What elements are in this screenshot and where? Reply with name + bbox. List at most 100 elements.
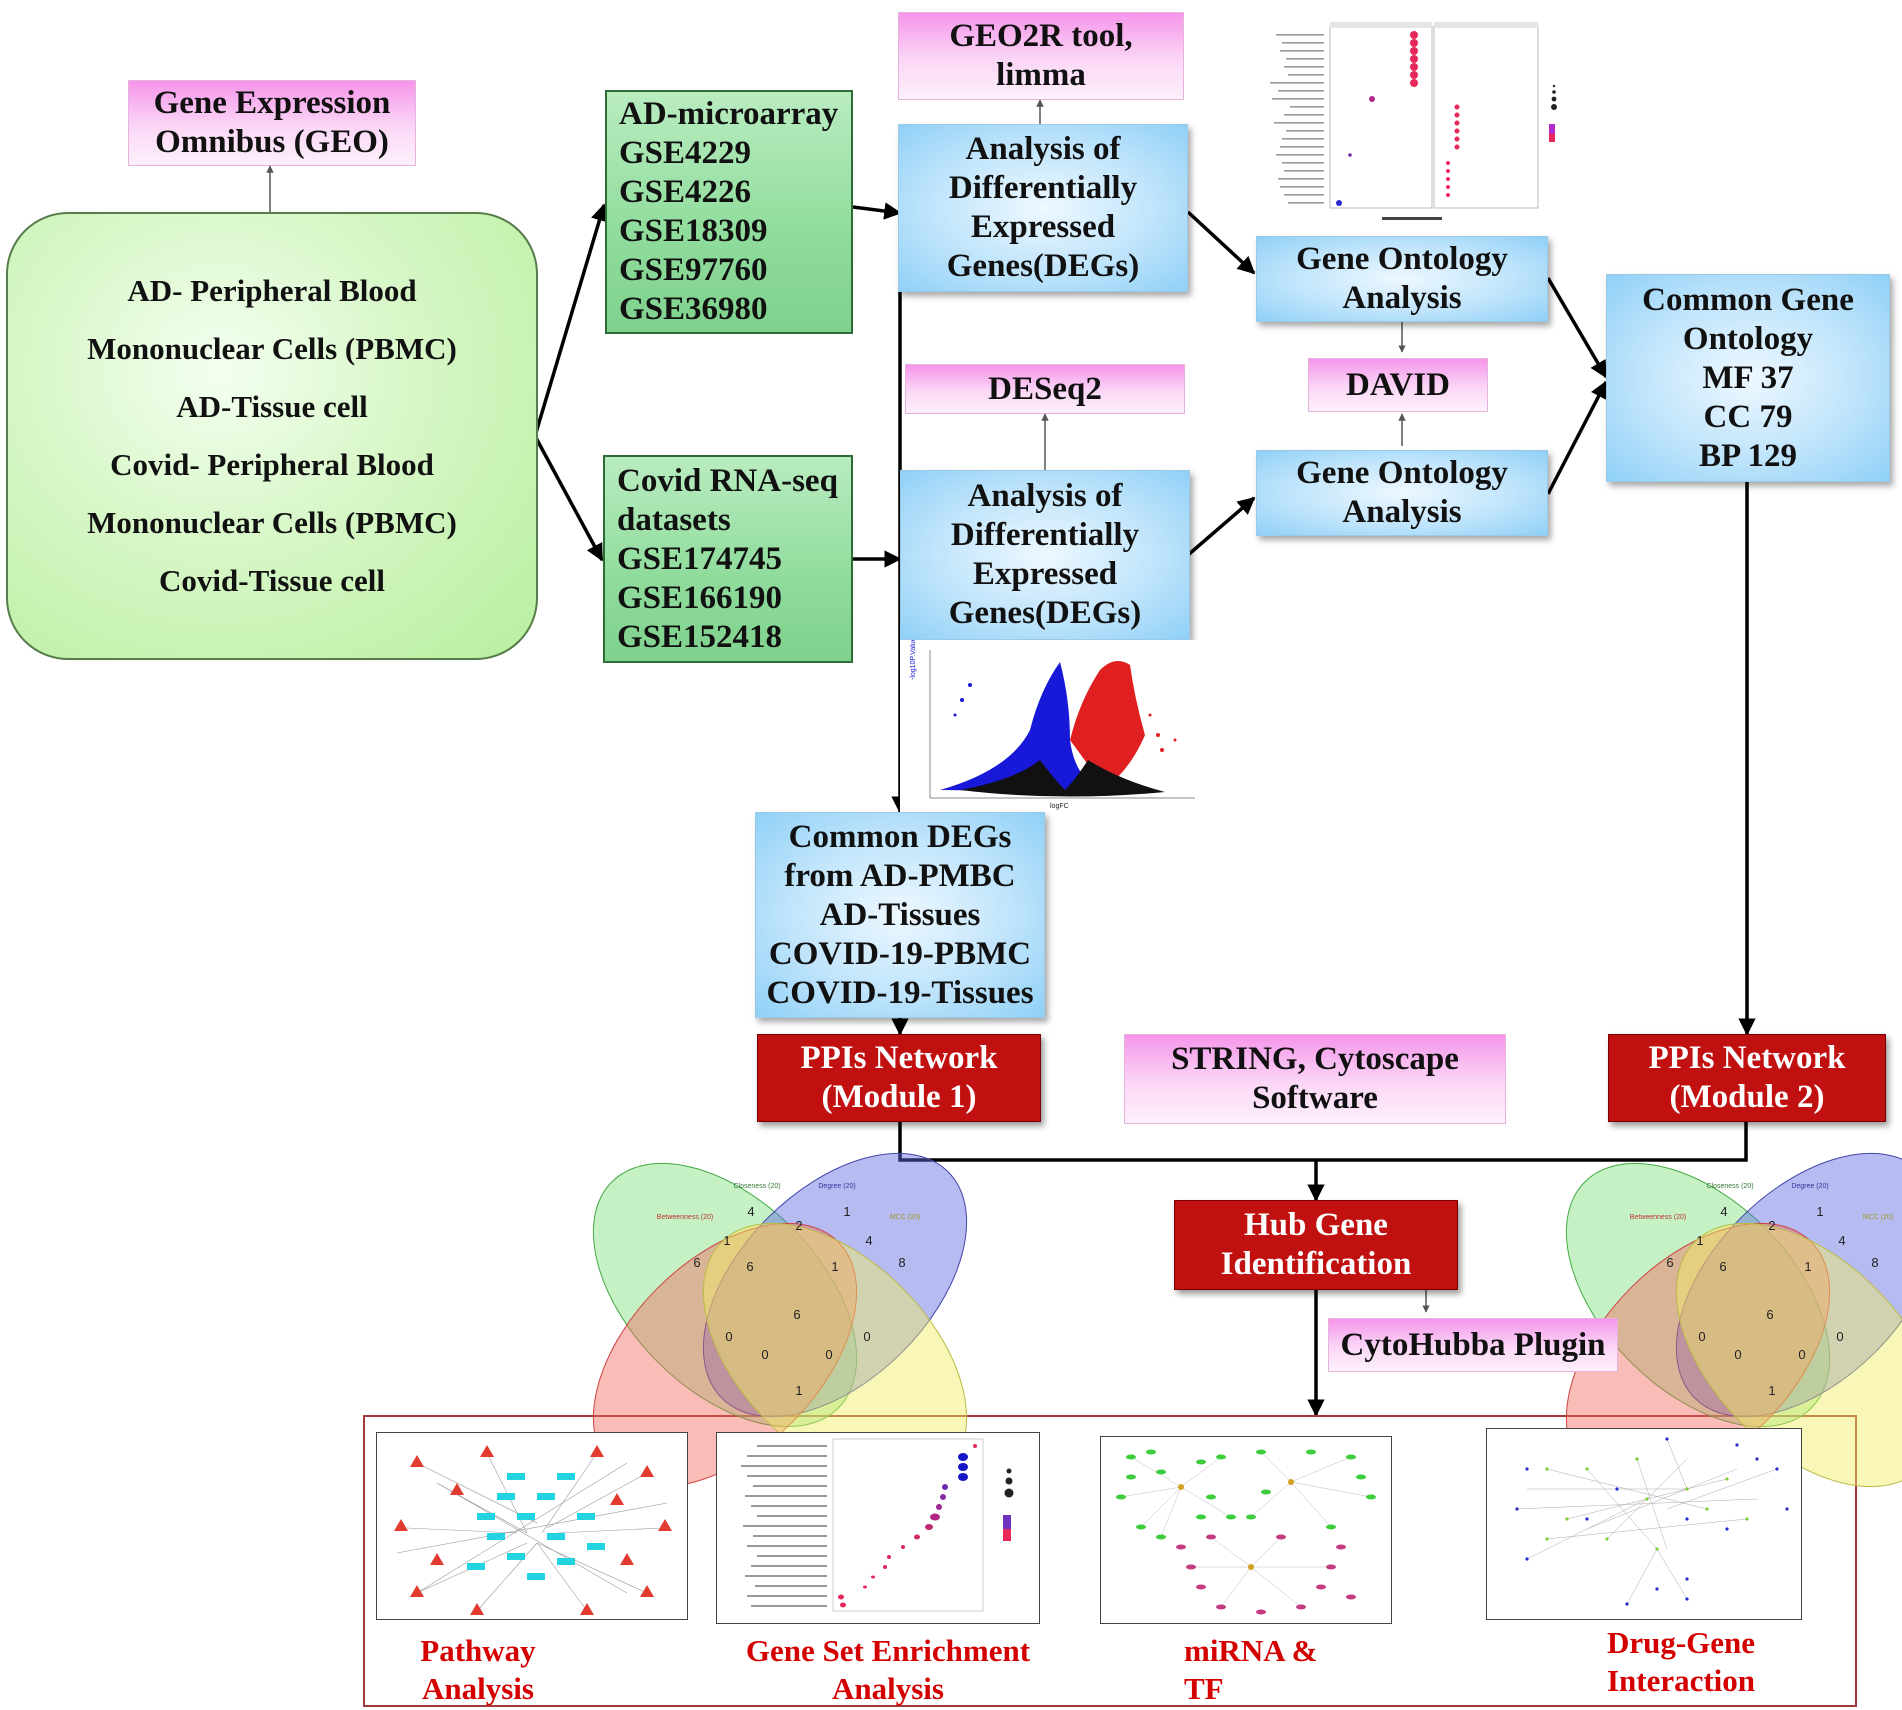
string-cytoscape-box: STRING, Cytoscape Software	[1124, 1034, 1506, 1124]
svg-text:logFC: logFC	[1050, 803, 1069, 810]
covid-rnaseq-datasets-box: Covid RNA-seq datasets GSE174745 GSE1661…	[603, 455, 853, 663]
gsea-dotplot-thumbnail	[716, 1432, 1040, 1624]
david-tool-box: DAVID	[1308, 358, 1488, 412]
venn-num-12: 0	[1836, 1329, 1843, 1344]
ad-dataset-line: AD-microarray	[619, 96, 839, 132]
go-bottom-line-2: Analysis	[1342, 494, 1462, 530]
volcano-plot-thumbnail: -log10P.Value logFC	[900, 640, 1200, 812]
venn-num-9: 1	[1804, 1259, 1811, 1274]
ad-microarray-datasets-box: AD-microarray GSE4229 GSE4226 GSE18309 G…	[605, 90, 853, 334]
source-line: Covid- Peripheral Blood	[110, 447, 434, 482]
geo-line-2: Omnibus (GEO)	[155, 124, 389, 160]
common-go-bp: BP 129	[1698, 437, 1798, 474]
caption-pathway-line-1: Pathway	[420, 1633, 536, 1668]
ppi-network-module-1-box: PPIs Network (Module 1)	[757, 1034, 1041, 1122]
string-line-1: STRING, Cytoscape	[1171, 1041, 1459, 1077]
string-line-2: Software	[1252, 1080, 1378, 1116]
common-go-line: Ontology	[1682, 320, 1814, 357]
venn-num-14: 0	[1798, 1347, 1805, 1362]
venn-num-14: 0	[825, 1347, 832, 1362]
venn-set-4	[1675, 1222, 1902, 1488]
caption-drug-line-1: Drug-Gene	[1606, 1625, 1756, 1660]
venn-set-1	[592, 1162, 858, 1428]
geo2r-limma-tool-box: GEO2R tool, limma	[898, 12, 1184, 100]
hub-line-2: Identification	[1220, 1246, 1412, 1282]
venn-num-1: 4	[1720, 1204, 1727, 1219]
venn-num-11: 0	[1698, 1329, 1705, 1344]
common-degs-line: from AD-PMBC	[784, 857, 1016, 894]
venn-num-12: 0	[863, 1329, 870, 1344]
go-bottom-line-1: Gene Ontology	[1296, 455, 1508, 491]
caption-mirna-line-1: miRNA &	[1184, 1633, 1318, 1668]
venn-num-8: 6	[1719, 1259, 1726, 1274]
caption-gsea: Gene Set Enrichment Analysis	[728, 1632, 1048, 1708]
venn-num-10: 6	[793, 1307, 800, 1322]
deseq2-label: DESeq2	[988, 370, 1102, 407]
venn-set-label-degree: Degree (20)	[1791, 1183, 1828, 1190]
go-dotplot-thumbnail	[1270, 22, 1557, 220]
venn-set-label-betweenness: Betweenness (20)	[657, 1214, 713, 1221]
venn-set-label-mcc: MCC (20)	[1863, 1214, 1893, 1221]
venn-num-15: 1	[1768, 1383, 1775, 1398]
hub-gene-identification-box: Hub Gene Identification	[1174, 1200, 1458, 1290]
covid-dataset-line: Covid RNA-seq	[617, 462, 838, 499]
source-samples-box: AD- Peripheral Blood Mononuclear Cells (…	[6, 212, 538, 660]
deg-covid-line: Differentially	[950, 517, 1140, 553]
common-gene-ontology-box: Common Gene Ontology MF 37 CC 79 BP 129	[1606, 274, 1890, 482]
hub-line-1: Hub Gene	[1244, 1207, 1388, 1243]
venn-num-4: 6	[1666, 1255, 1673, 1270]
bottom-analysis-frame	[363, 1415, 1857, 1707]
venn-set-label-closeness: Closeness (20)	[1706, 1183, 1753, 1190]
common-degs-box: Common DEGs from AD-PMBC AD-Tissues COVI…	[755, 812, 1045, 1018]
venn-diagram-left: Closeness (20) Degree (20) Betweenness (…	[592, 1152, 968, 1488]
venn-set-label-mcc: MCC (20)	[890, 1214, 920, 1221]
gene-ontology-analysis-bottom-box: Gene Ontology Analysis	[1256, 450, 1548, 536]
deg-analysis-ad-box: Analysis of Differentially Expressed Gen…	[898, 124, 1188, 292]
common-go-cc: CC 79	[1703, 398, 1793, 435]
source-line: AD-Tissue cell	[176, 389, 368, 424]
venn-set-2	[702, 1152, 968, 1418]
ppi2-line-1: PPIs Network	[1648, 1040, 1846, 1076]
pathway-network-thumbnail	[376, 1432, 688, 1620]
caption-drug-gene: Drug-Gene Interaction	[1576, 1624, 1786, 1700]
svg-text:-log10P.Value: -log10P.Value	[910, 640, 917, 680]
go-top-line-1: Gene Ontology	[1296, 241, 1508, 277]
caption-mirna-line-2: TF	[1184, 1671, 1224, 1706]
ad-dataset-line: GSE97760	[619, 252, 768, 288]
covid-dataset-line: GSE166190	[617, 579, 783, 616]
source-line: Mononuclear Cells (PBMC)	[87, 331, 457, 366]
venn-num-3: 1	[843, 1204, 850, 1219]
deg-ad-line: Expressed	[970, 209, 1116, 245]
venn-set-label-degree: Degree (20)	[818, 1183, 855, 1190]
venn-num-6: 4	[865, 1233, 872, 1248]
venn-set-label-betweenness: Betweenness (20)	[1630, 1214, 1686, 1221]
venn-diagram-right: Closeness (20) Degree (20) Betweenness (…	[1565, 1152, 1902, 1488]
venn-num-4: 6	[693, 1255, 700, 1270]
venn-num-2: 2	[795, 1218, 802, 1233]
source-line: Covid-Tissue cell	[159, 563, 385, 598]
venn-set-1	[1565, 1162, 1831, 1428]
venn-num-13: 0	[761, 1347, 768, 1362]
covid-dataset-line: datasets	[617, 501, 731, 538]
caption-mirna-tf: miRNA & TF	[1184, 1632, 1334, 1708]
covid-dataset-line: GSE174745	[617, 540, 783, 577]
ppi-network-module-2-box: PPIs Network (Module 2)	[1608, 1034, 1886, 1122]
common-degs-line: COVID-19-Tissues	[766, 974, 1034, 1011]
caption-gsea-line-1: Gene Set Enrichment	[745, 1633, 1031, 1668]
caption-pathway-analysis: Pathway Analysis	[384, 1632, 572, 1708]
common-degs-line: AD-Tissues	[819, 896, 981, 933]
venn-num-7: 8	[898, 1255, 905, 1270]
venn-num-7: 8	[1871, 1255, 1878, 1270]
go-top-line-2: Analysis	[1342, 280, 1462, 316]
venn-set-label-closeness: Closeness (20)	[733, 1183, 780, 1190]
deg-analysis-covid-box: Analysis of Differentially Expressed Gen…	[900, 470, 1190, 640]
deg-covid-line: Analysis of	[967, 478, 1123, 514]
ppi1-line-1: PPIs Network	[800, 1040, 998, 1076]
ppi1-line-2: (Module 1)	[821, 1079, 977, 1115]
ppi2-line-2: (Module 2)	[1669, 1079, 1825, 1115]
deg-covid-line: Expressed	[972, 556, 1118, 592]
caption-drug-line-2: Interaction	[1606, 1663, 1756, 1698]
cytohubba-label: CytoHubba Plugin	[1340, 1326, 1606, 1363]
geo2r-line-1: GEO2R tool,	[949, 18, 1133, 54]
